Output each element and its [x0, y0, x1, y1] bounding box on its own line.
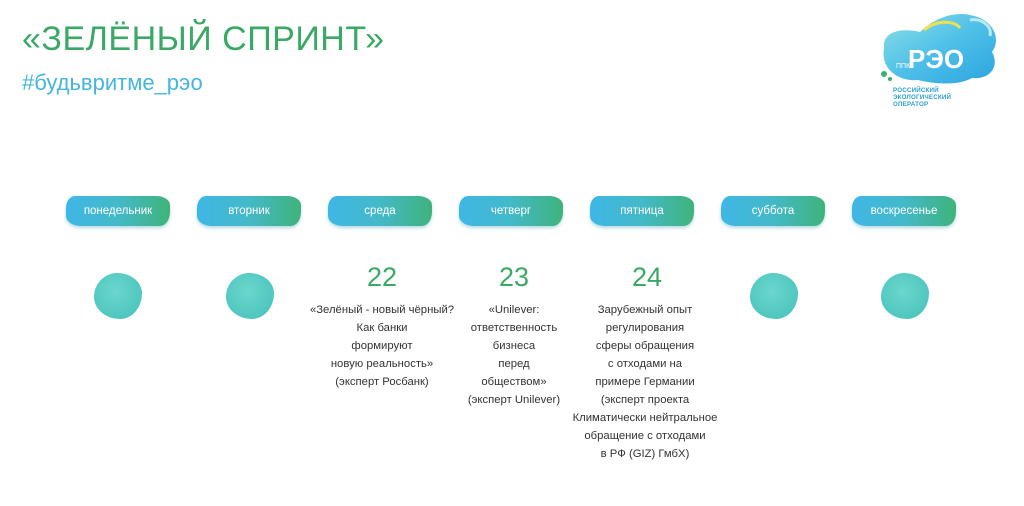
empty-day-marker-tuesday	[226, 273, 274, 319]
svg-text:ППК: ППК	[896, 63, 911, 70]
empty-day-marker-saturday	[750, 273, 798, 319]
day-tab-friday: пятница	[590, 196, 694, 226]
day-tab-tuesday: вторник	[197, 196, 301, 226]
hashtag: #будьвритме_рэо	[22, 70, 203, 95]
empty-day-marker-monday	[94, 273, 142, 319]
event-date-wednesday: 22	[366, 262, 398, 292]
day-tab-wednesday: среда	[328, 196, 432, 226]
day-tab-thursday: четверг	[459, 196, 563, 226]
event-description-wednesday: «Зелёный - новый чёрный? Как банки форми…	[309, 304, 455, 388]
day-tab-saturday: суббота	[721, 196, 825, 226]
event-date-thursday: 23	[498, 262, 530, 292]
svg-text:РЭО: РЭО	[908, 44, 964, 74]
event-date-friday: 24	[631, 262, 663, 292]
day-tab-sunday: воскресенье	[852, 196, 956, 226]
day-tab-monday: понедельник	[66, 196, 170, 226]
empty-day-marker-sunday	[881, 273, 929, 319]
event-description-friday: Зарубежный опыт регулирования сферы обра…	[572, 304, 718, 460]
page-title: «ЗЕЛЁНЫЙ СПРИНТ»	[22, 20, 385, 58]
logo-caption: РОССИЙСКИЙ ЭКОЛОГИЧЕСКИЙ ОПЕРАТОР	[893, 87, 952, 108]
reo-logo: ППК РЭО	[881, 13, 996, 84]
event-description-thursday: «Unilever: ответственность бизнеса перед…	[467, 304, 561, 406]
